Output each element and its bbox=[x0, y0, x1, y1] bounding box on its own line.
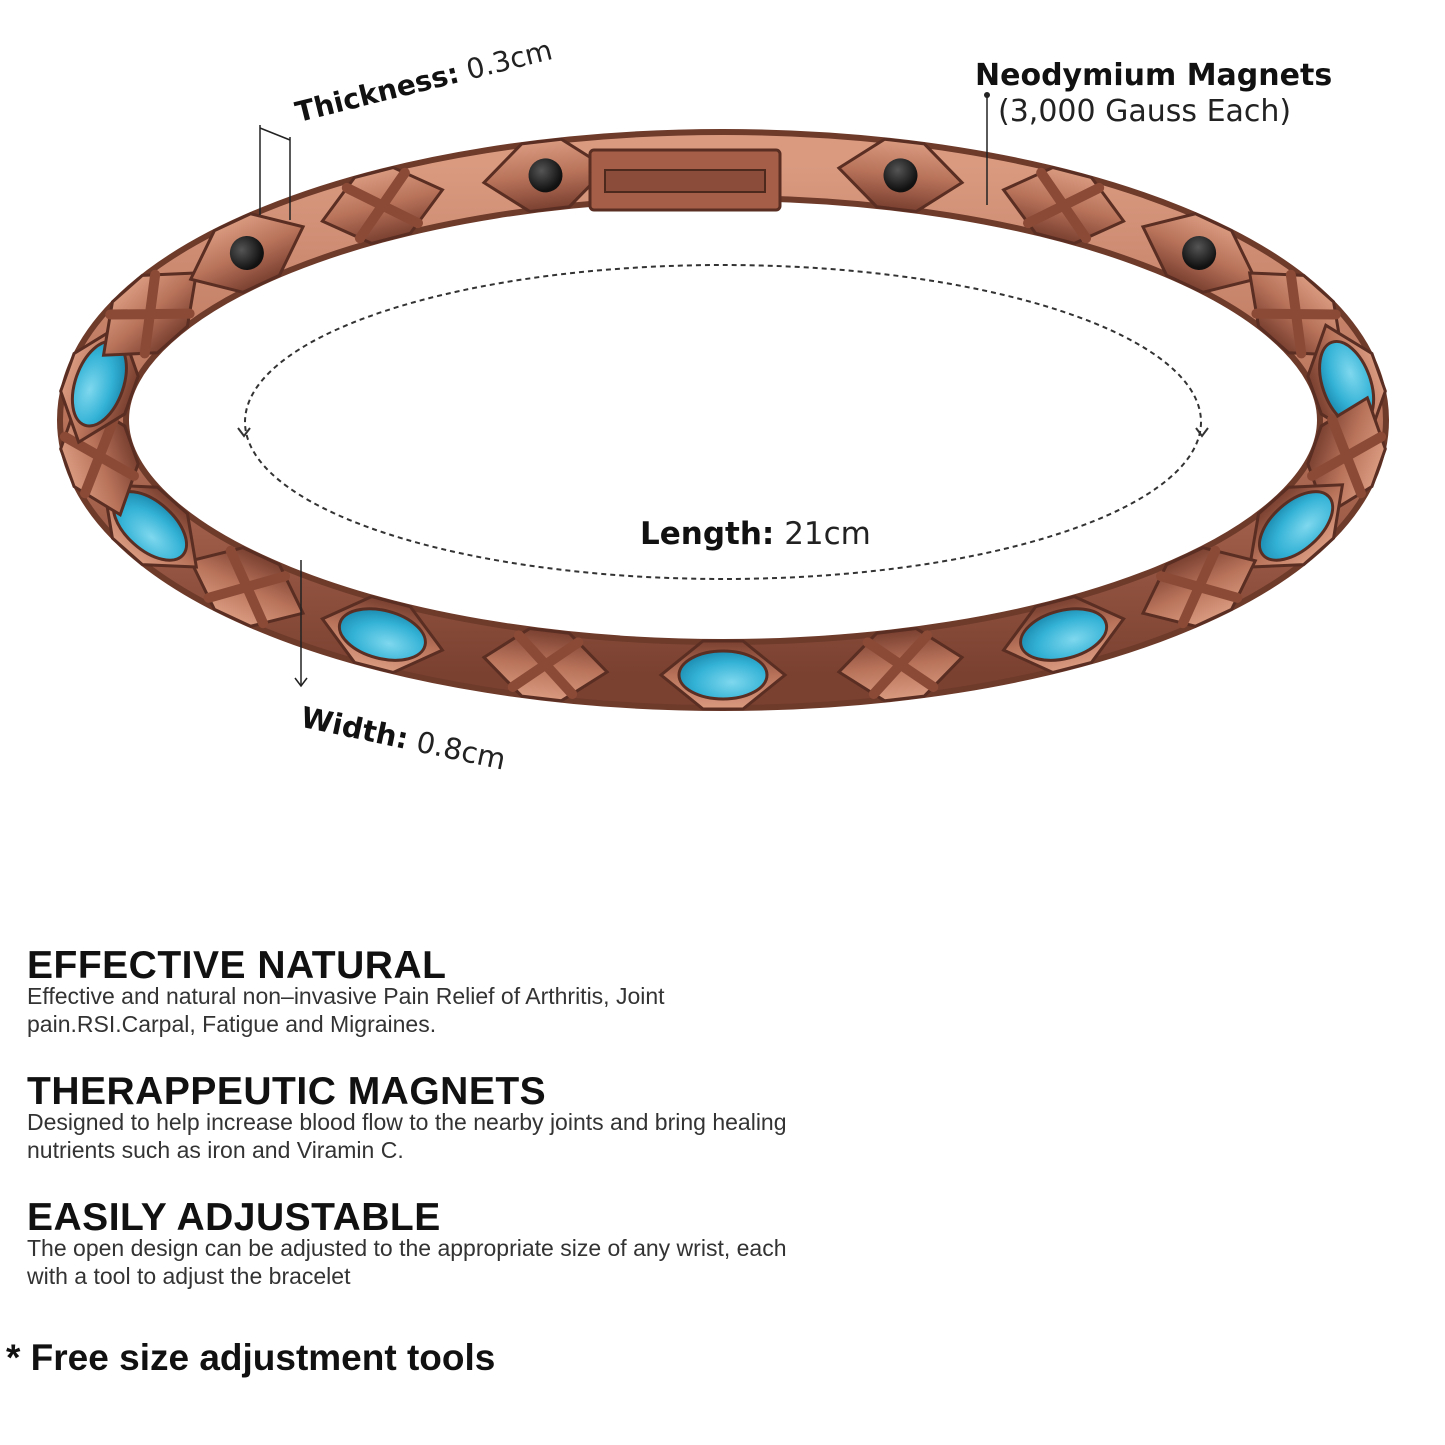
magnet-pointer-dot bbox=[984, 92, 990, 98]
bracelet-link-turquoise bbox=[481, 626, 610, 703]
bracelet-links bbox=[59, 137, 1387, 711]
feature-body-effective: Effective and natural non–invasive Pain … bbox=[27, 983, 665, 1037]
bracelet-link-turquoise bbox=[101, 483, 199, 569]
clasp-hinge bbox=[604, 169, 766, 193]
bracelet-link-magnet bbox=[320, 165, 445, 246]
length-arrow-left bbox=[237, 427, 251, 438]
bracelet-link-turquoise bbox=[1001, 594, 1126, 675]
bracelet-link-turquoise bbox=[658, 639, 788, 711]
bracelet-link-magnet bbox=[481, 137, 610, 214]
length-value: 21cm bbox=[784, 516, 871, 552]
footnote: * Free size adjustment tools bbox=[6, 1337, 496, 1378]
bracelet-link-turquoise bbox=[836, 626, 965, 703]
length-annotation: Length: 21cm bbox=[640, 516, 871, 552]
length-dimension-line bbox=[244, 264, 1202, 580]
bracelet-link-magnet bbox=[188, 212, 306, 294]
length-arrow-right bbox=[1195, 427, 1209, 438]
bracelet-link-magnet bbox=[1001, 165, 1126, 246]
bracelet-link-magnet bbox=[1140, 212, 1258, 294]
copper-bracelet-illustration bbox=[57, 92, 1389, 711]
feature-body-adjustable: The open design can be adjusted to the a… bbox=[27, 1235, 787, 1289]
length-key: Length: bbox=[640, 516, 775, 552]
magnets-title: Neodymium Magnets bbox=[975, 58, 1333, 93]
bracelet-link-turquoise bbox=[188, 545, 306, 629]
width-arrow bbox=[294, 677, 308, 688]
bracelet-link-turquoise bbox=[1140, 545, 1258, 629]
magnets-subtitle: (3,000 Gauss Each) bbox=[998, 94, 1292, 129]
feature-title-adjustable: EASILY ADJUSTABLE bbox=[27, 1196, 441, 1239]
thickness-dimension-line bbox=[259, 127, 291, 141]
feature-title-magnets: THERAPPEUTIC MAGNETS bbox=[27, 1070, 547, 1113]
bracelet-link-magnet bbox=[836, 137, 965, 214]
feature-body-magnets: Designed to help increase blood flow to … bbox=[27, 1109, 787, 1163]
bracelet-link-turquoise bbox=[320, 594, 445, 675]
bracelet-link-turquoise bbox=[1247, 483, 1345, 569]
feature-title-effective: EFFECTIVE NATURAL bbox=[27, 944, 447, 987]
